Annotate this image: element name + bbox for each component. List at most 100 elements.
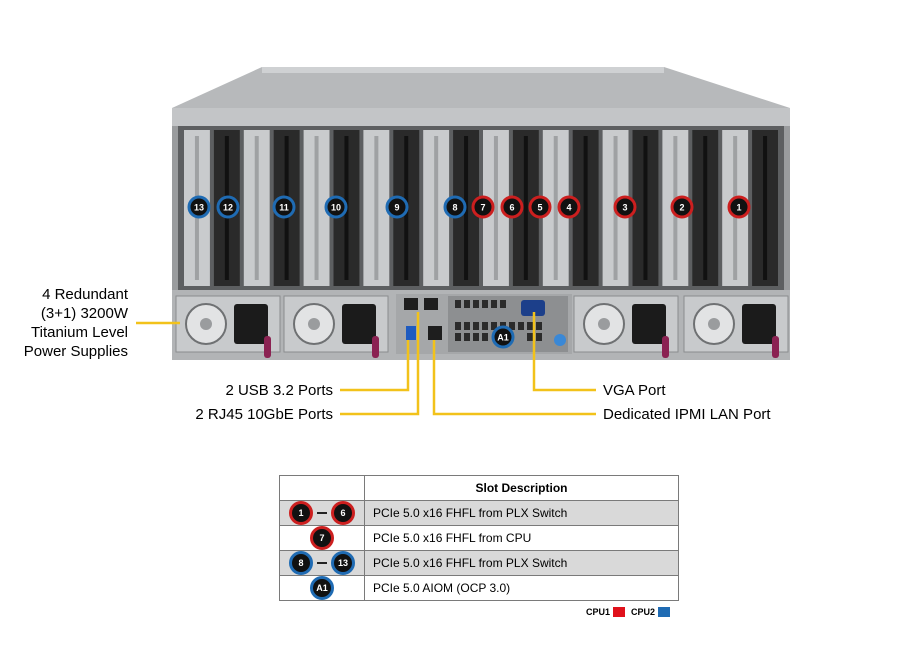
ipmi-lan-port (428, 326, 442, 340)
slot-badge: 7 (310, 526, 334, 550)
slot-marker-circle (385, 195, 409, 219)
vga-callout-line (532, 312, 596, 392)
psu-release-handle (662, 336, 669, 358)
table-header-blank (279, 475, 365, 501)
slot-marker-1: 1 (727, 195, 751, 219)
table-row: 8 13 PCIe 5.0 x16 FHFL from PLX Switch (279, 550, 679, 576)
power-supply-units (175, 295, 789, 358)
uid-button (554, 334, 566, 346)
slot-marker-circle (670, 195, 694, 219)
slot-marker-label: 13 (194, 203, 204, 213)
range-dash (317, 562, 327, 564)
chassis-top (172, 67, 790, 108)
slot-badge: 1 (289, 501, 313, 525)
rj45-callout-line (340, 312, 420, 416)
callout-lines (136, 312, 596, 416)
slot-marker-circle (557, 195, 581, 219)
psu-fan-hub (708, 318, 720, 330)
slot-bracket-vent (583, 136, 588, 280)
slot-badge: 13 (331, 551, 355, 575)
psu-release-handle (772, 336, 779, 358)
slot-marker-circle (324, 195, 348, 219)
slot-range-cell: A1 (279, 575, 365, 601)
cpu-legend: CPU1 CPU2 (586, 607, 676, 617)
slot-bracket-vent (553, 136, 558, 280)
usb-port-1 (406, 326, 416, 340)
slot-marker-circle (528, 195, 552, 219)
slot-marker-label: 12 (223, 203, 233, 213)
aiom-marker-circle (491, 325, 515, 349)
slot-marker-5: 5 (528, 195, 552, 219)
slot-bracket-vent (523, 136, 528, 280)
slot-marker-6: 6 (500, 195, 524, 219)
slot-bracket-vent (314, 136, 319, 280)
table-header-row: Slot Description (279, 475, 679, 501)
table-header-slot-description: Slot Description (364, 475, 679, 501)
slot-bracket-vent (703, 136, 708, 280)
power-supply-4 (683, 295, 789, 358)
slot-marker-circle (471, 195, 495, 219)
psu-release-handle (264, 336, 271, 358)
slot-bracket-vent (254, 136, 259, 280)
aiom-marker-label: A1 (497, 333, 509, 343)
slot-bracket-vent (493, 136, 498, 280)
slot-marker-13: 13 (187, 195, 211, 219)
power-supply-1 (175, 295, 281, 358)
psu-fan-hub (308, 318, 320, 330)
psu-release-handle (372, 336, 379, 358)
psu-fan-hub (598, 318, 610, 330)
slot-bracket-vent (643, 136, 648, 280)
slot-description: PCIe 5.0 x16 FHFL from PLX Switch (364, 550, 679, 576)
psu-callout-line-3: Titanium Level (31, 324, 128, 341)
slot-marker-8: 8 (443, 195, 467, 219)
slot-marker-circle (443, 195, 467, 219)
psu-fan-hub (200, 318, 212, 330)
slot-marker-label: 3 (622, 203, 627, 213)
vga-callout-text: VGA Port (603, 382, 666, 399)
table-row: 7 PCIe 5.0 x16 FHFL from CPU (279, 525, 679, 551)
legend-label-cpu1: CPU1 (586, 607, 611, 617)
slot-marker-3: 3 (613, 195, 637, 219)
slot-marker-label: 5 (537, 203, 542, 213)
psu-callout-line-2: (3+1) 3200W (40, 305, 128, 322)
slot-description: PCIe 5.0 x16 FHFL from CPU (364, 525, 679, 551)
slot-marker-10: 10 (324, 195, 348, 219)
psu-callout-line-4: Power Supplies (23, 343, 128, 360)
slot-badge: 8 (289, 551, 313, 575)
power-supply-3 (573, 295, 679, 358)
psu-power-socket (234, 304, 268, 344)
rj45-callout-text: 2 RJ45 10GbE Ports (195, 406, 333, 423)
slot-marker-circle (500, 195, 524, 219)
slot-badge: A1 (310, 576, 334, 600)
slot-marker-label: 6 (509, 203, 514, 213)
slot-marker-label: 8 (452, 203, 457, 213)
slot-bracket-vent (434, 136, 439, 280)
slot-marker-label: 7 (480, 203, 485, 213)
usb-callout-text: 2 USB 3.2 Ports (225, 382, 333, 399)
slot-marker-12: 12 (216, 195, 240, 219)
power-supply-2 (283, 295, 389, 358)
psu-power-socket (632, 304, 666, 344)
ipmi-callout-line (432, 340, 596, 416)
slot-marker-circle (727, 195, 751, 219)
slot-marker-circle (187, 195, 211, 219)
psu-power-socket (742, 304, 776, 344)
slot-marker-label: 4 (566, 203, 571, 213)
slot-range-cell: 7 (279, 525, 365, 551)
legend-label-cpu2: CPU2 (631, 607, 656, 617)
slot-description: PCIe 5.0 x16 FHFL from PLX Switch (364, 500, 679, 526)
rj45-port-1 (404, 298, 418, 310)
rj45-port-2 (424, 298, 438, 310)
slot-marker-9: 9 (385, 195, 409, 219)
legend-swatch-cpu1 (613, 607, 626, 617)
legend-swatch-cpu2 (658, 607, 671, 617)
ipmi-callout-text: Dedicated IPMI LAN Port (603, 406, 771, 423)
slot-bracket-vent (374, 136, 379, 280)
slot-badge: 6 (331, 501, 355, 525)
slot-marker-2: 2 (670, 195, 694, 219)
